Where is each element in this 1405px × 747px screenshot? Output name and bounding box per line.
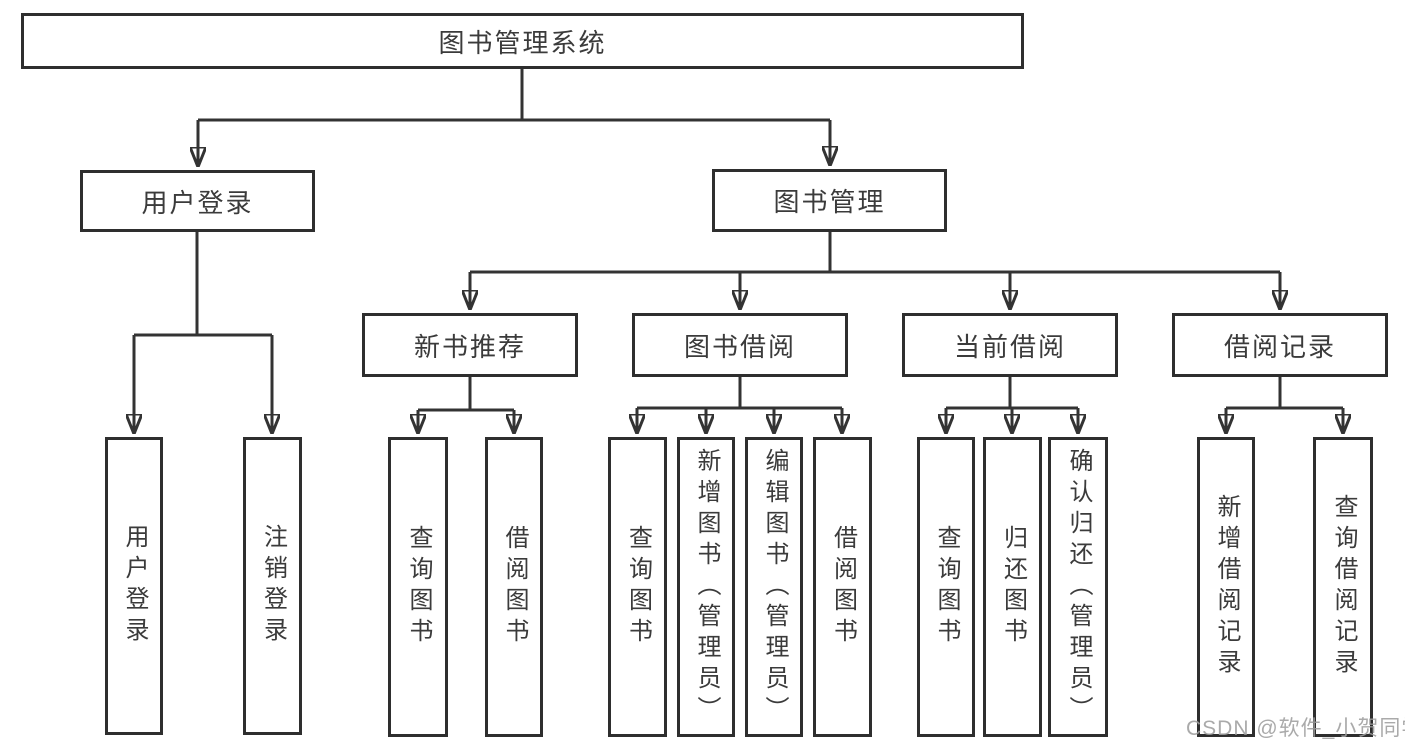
node-current-borrow: 当前借阅: [902, 313, 1118, 377]
leaf-user-login: 用户登录: [105, 437, 163, 735]
leaf-return-books: 归还图书: [983, 437, 1042, 737]
leaf-borrow-books: 借阅图书: [813, 437, 872, 737]
leaf-add-borrow-record: 新增借阅记录: [1197, 437, 1255, 737]
leaf-logout: 注销登录: [243, 437, 302, 735]
leaf-query-borrow-record: 查询借阅记录: [1313, 437, 1373, 737]
leaf-add-books-admin: 新增图书（管理员）: [677, 437, 735, 737]
node-book-management-branch: 图书管理: [712, 169, 947, 232]
node-user-login-branch: 用户登录: [80, 170, 315, 232]
node-new-book-recommend: 新书推荐: [362, 313, 578, 377]
leaf-confirm-return-admin: 确认归还（管理员）: [1048, 437, 1108, 737]
csdn-watermark: CSDN @软件_小贺同学: [1186, 717, 1405, 740]
node-book-borrow: 图书借阅: [632, 313, 848, 377]
node-library-management-system: 图书管理系统: [21, 13, 1024, 69]
leaf-query-books-borrow: 查询图书: [608, 437, 667, 737]
leaf-borrow-books-recommend: 借阅图书: [485, 437, 543, 737]
leaf-query-books-recommend: 查询图书: [388, 437, 448, 737]
node-borrow-record: 借阅记录: [1172, 313, 1388, 377]
leaf-edit-books-admin: 编辑图书（管理员）: [745, 437, 803, 737]
leaf-query-books-current: 查询图书: [917, 437, 975, 737]
